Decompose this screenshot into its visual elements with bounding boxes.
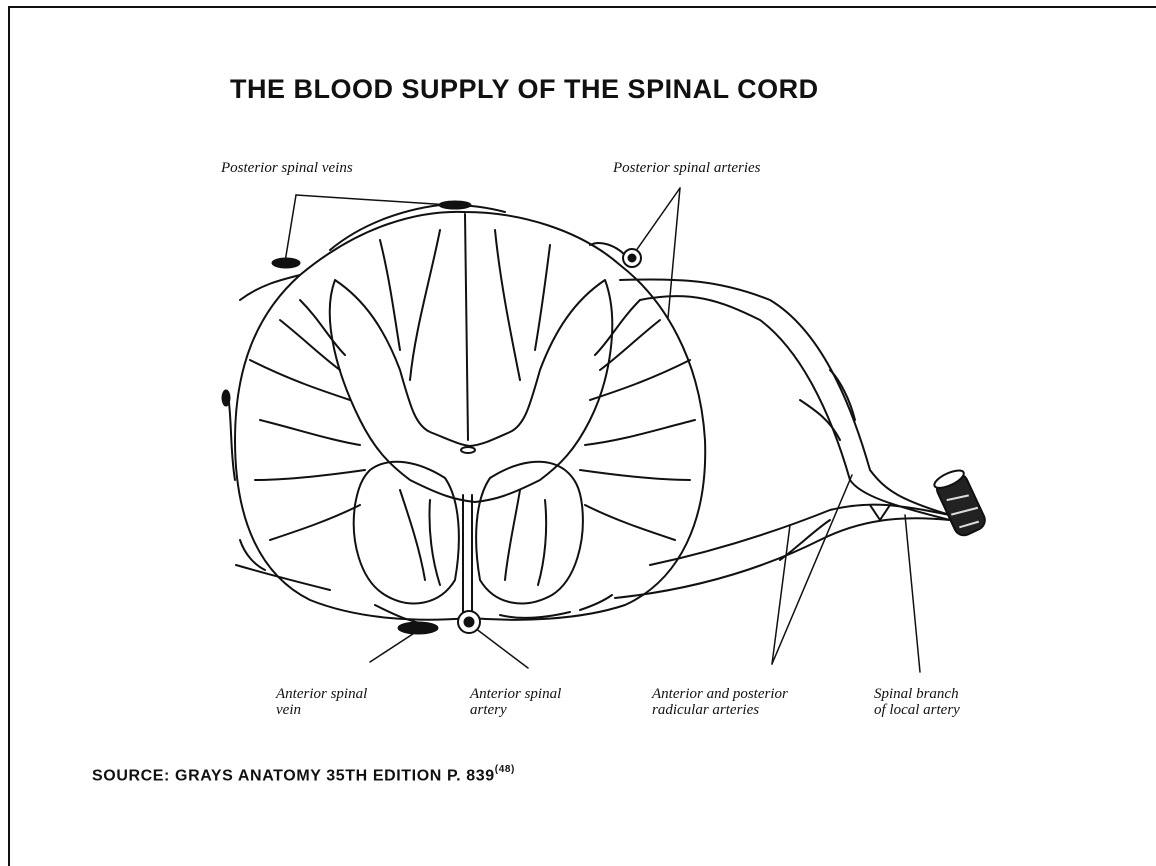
central-canal: [461, 447, 475, 453]
source-text: SOURCE: GRAYS ANATOMY 35TH EDITION P. 83…: [92, 767, 495, 784]
label-spinal-branch-line2: of local artery: [874, 702, 960, 718]
posterior-vein-blob-1: [272, 258, 300, 268]
source-reference: (48): [495, 764, 515, 775]
label-radicular-arteries: Anterior and posterior radicular arterie…: [652, 686, 788, 718]
anterior-horn-left: [354, 462, 459, 604]
label-anterior-spinal-artery: Anterior spinal artery: [470, 686, 561, 718]
label-radicular-line1: Anterior and posterior: [652, 686, 788, 702]
label-spinal-branch: Spinal branch of local artery: [874, 686, 960, 718]
leader-posterior-arteries-1: [633, 188, 680, 255]
label-anterior-spinal-vein-line1: Anterior spinal: [276, 686, 367, 702]
anterior-fissure: [463, 495, 472, 612]
cut-local-artery: [932, 467, 988, 539]
leader-spinal-branch: [905, 515, 920, 672]
anterior-horn-right: [476, 462, 583, 604]
cord-outline: [235, 212, 705, 620]
label-spinal-branch-line1: Spinal branch: [874, 686, 960, 702]
label-posterior-spinal-veins: Posterior spinal veins: [221, 160, 353, 176]
leader-posterior-veins-1: [285, 195, 296, 262]
label-anterior-spinal-artery-line1: Anterior spinal: [470, 686, 561, 702]
anterior-vein-blob: [398, 622, 438, 634]
leader-anterior-artery: [475, 628, 528, 668]
label-anterior-spinal-vein-line2: vein: [276, 702, 367, 718]
left-vein-blob: [222, 390, 230, 406]
leader-posterior-arteries-2: [668, 188, 680, 318]
posterior-vein-blob-2: [439, 201, 471, 209]
label-anterior-spinal-artery-line2: artery: [470, 702, 561, 718]
label-radicular-line2: radicular arteries: [652, 702, 788, 718]
label-posterior-spinal-arteries: Posterior spinal arteries: [613, 160, 761, 176]
source-citation: SOURCE: GRAYS ANATOMY 35TH EDITION P. 83…: [92, 766, 515, 785]
leader-posterior-veins-2: [296, 195, 450, 205]
label-anterior-spinal-vein: Anterior spinal vein: [276, 686, 367, 718]
